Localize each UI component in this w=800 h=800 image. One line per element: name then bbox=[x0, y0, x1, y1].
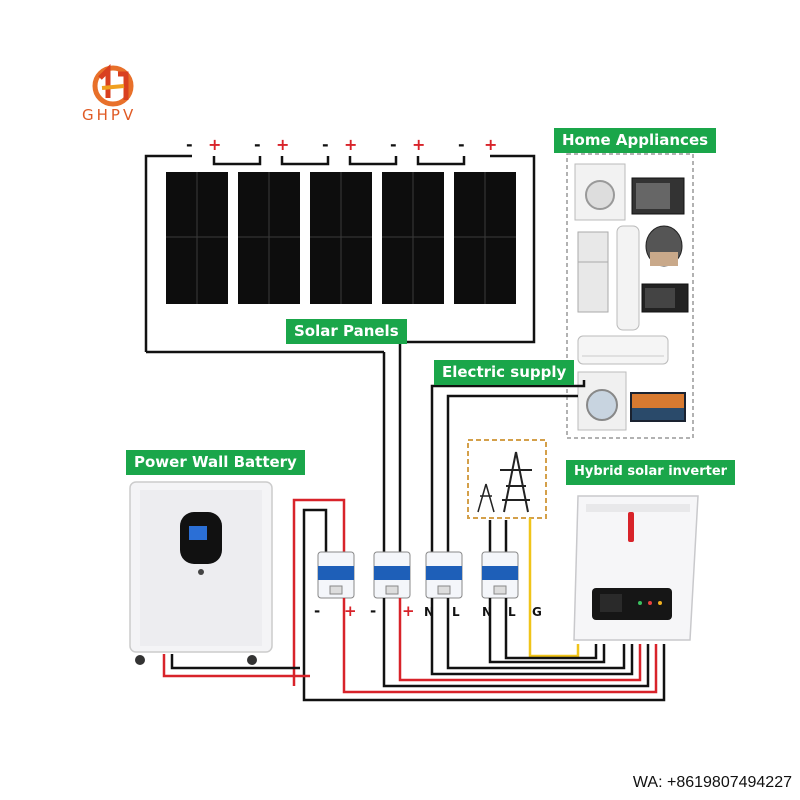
battery-positive-label: + bbox=[344, 602, 357, 620]
power-wall-battery bbox=[129, 481, 273, 665]
oven-icon bbox=[631, 177, 685, 215]
hybrid-solar-inverter bbox=[573, 495, 699, 641]
rice-cooker-icon bbox=[645, 225, 683, 267]
washing-machine-icon bbox=[574, 163, 626, 221]
television-icon bbox=[630, 392, 686, 422]
ghpv-logo-icon bbox=[92, 63, 134, 107]
load-neutral-label: N bbox=[424, 605, 434, 619]
grid-live-label: L bbox=[508, 605, 516, 619]
power-wall-battery-label: Power Wall Battery bbox=[126, 450, 305, 475]
grid-neutral-label: N bbox=[482, 605, 492, 619]
battery-negative-label: - bbox=[314, 602, 320, 620]
wall-air-conditioner-icon bbox=[577, 335, 669, 365]
panel-negative-terminal: - bbox=[458, 135, 465, 154]
panel-positive-terminal: + bbox=[412, 135, 425, 154]
hybrid-inverter-label: Hybrid solar inverter bbox=[566, 460, 736, 485]
panel-negative-terminal: - bbox=[390, 135, 397, 154]
home-appliances-label: Home Appliances bbox=[554, 128, 717, 153]
contact-info: WA: +8619807494227 bbox=[632, 774, 792, 791]
panel-positive-terminal: + bbox=[276, 135, 289, 154]
dc-breaker-battery bbox=[317, 551, 355, 599]
solar-panels-array bbox=[166, 172, 516, 304]
load-live-label: L bbox=[452, 605, 460, 619]
grid-tower-icon bbox=[467, 439, 547, 519]
brand-name: GHPV bbox=[82, 106, 137, 124]
solar-positive-label: + bbox=[402, 602, 415, 620]
front-loader-washer-icon bbox=[577, 371, 627, 431]
tower-air-conditioner-icon bbox=[616, 225, 640, 331]
refrigerator-icon bbox=[577, 231, 609, 313]
ac-breaker-grid bbox=[481, 551, 519, 599]
ground-label: G bbox=[532, 605, 542, 619]
panel-positive-terminal: + bbox=[208, 135, 221, 154]
panel-negative-terminal: - bbox=[322, 135, 329, 154]
panel-positive-terminal: + bbox=[484, 135, 497, 154]
panel-positive-terminal: + bbox=[344, 135, 357, 154]
panel-negative-terminal: - bbox=[186, 135, 193, 154]
home-appliances-group bbox=[566, 153, 694, 439]
solar-panels-label: Solar Panels bbox=[286, 319, 407, 344]
solar-negative-label: - bbox=[370, 602, 376, 620]
panel-negative-terminal: - bbox=[254, 135, 261, 154]
dc-breaker-solar bbox=[373, 551, 411, 599]
breakers bbox=[317, 551, 519, 599]
microwave-icon bbox=[641, 283, 689, 313]
ac-breaker-load bbox=[425, 551, 463, 599]
electric-supply-label: Electric supply bbox=[434, 360, 575, 385]
